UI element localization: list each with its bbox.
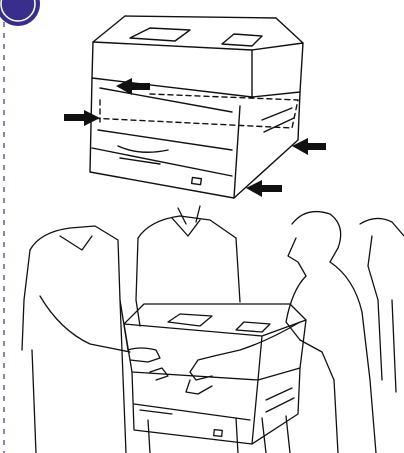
three-people-lifting-illustration: [0, 0, 404, 453]
manual-page: [0, 0, 404, 453]
